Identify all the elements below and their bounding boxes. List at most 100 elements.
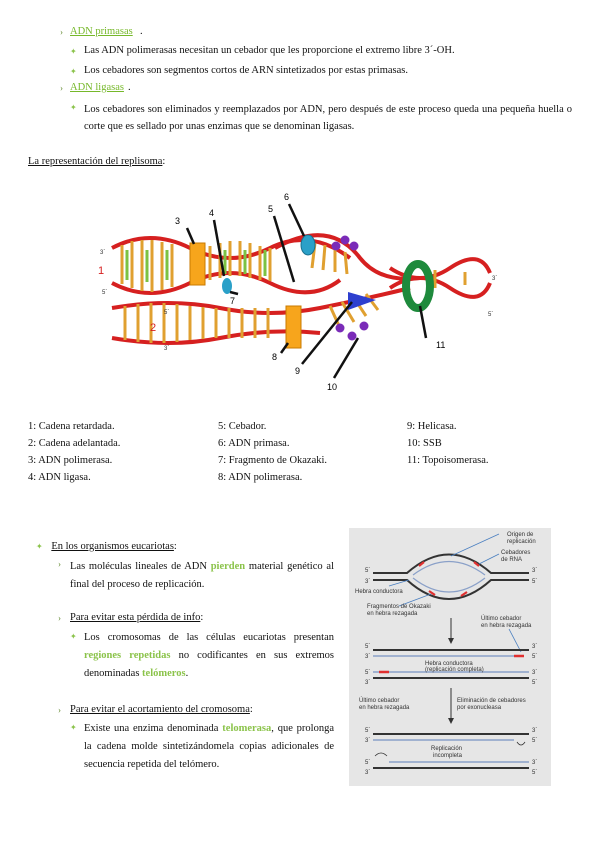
end-label-bottom-3: 3´	[164, 346, 169, 352]
legend-item: 5: Cebador.	[218, 421, 267, 432]
end-label-right-3: 3´	[492, 276, 497, 282]
fig-ultimo-4: en hebra rezagada	[359, 705, 410, 711]
legend-col-3: 9: Helicasa. 10: SSB 11: Topoisomerasa.	[407, 421, 489, 472]
euk-text-1-post: material genético al final del proceso d…	[70, 561, 334, 590]
diagram-label-9: 9	[295, 366, 300, 376]
fig-ultimo-3: Último cebador	[359, 697, 399, 704]
legend-item: 9: Helicasa.	[407, 421, 457, 432]
bullet-ligasas: ›	[60, 83, 63, 94]
fig-eliminacion: Eliminación de cebadores	[457, 698, 526, 704]
end-label-right-5: 5´	[488, 312, 493, 318]
euk-sub-3-text: Para evitar el acortamiento del cromosom…	[70, 704, 250, 715]
keyword-pierden: pierden	[210, 561, 246, 572]
diagram-label-8: 8	[272, 352, 277, 362]
bullet-primasas: ›	[60, 27, 63, 38]
euk-text-3-post: , que prolonga la cadena molde sintetizá…	[84, 723, 334, 770]
replisoma-heading: La representación del replisoma:	[28, 156, 166, 167]
fig-p3-d: 3´	[532, 644, 537, 650]
chevron-bullet-icon: ›	[58, 705, 61, 715]
legend-col-1: 1: Cadena retardada. 2: Cadena adelantad…	[28, 421, 120, 489]
star-bullet-icon: ✦	[70, 67, 77, 76]
primasas-bullet-1: Las ADN polimerasas necesitan un cebador…	[84, 45, 455, 56]
euk-title: En los organismos eucariotas	[51, 541, 174, 552]
fig-p3-i: 3´	[365, 770, 370, 776]
chevron-bullet-icon: ›	[60, 83, 63, 93]
star-bullet-icon: ✦	[70, 47, 77, 56]
ligasas-title: ADN ligasas	[70, 82, 124, 93]
legend-item: 1: Cadena retardada.	[28, 421, 115, 432]
fig-cebadores-2: de RNA	[501, 557, 522, 563]
fig-hebra-conductora-2b: (replicación completa)	[425, 667, 484, 673]
primasas-bullet-2: Los cebadores son segmentos cortos de AR…	[84, 65, 408, 76]
euk-text-2-pre: Los cromosomas de las células eucariotas…	[84, 632, 334, 643]
fig-p5-j: 5´	[532, 770, 537, 776]
diagram-label-7: 7	[230, 296, 235, 306]
star-bullet-icon: ✦	[70, 723, 77, 732]
fig-p3-c: 3´	[365, 654, 370, 660]
fig-p5-i: 5´	[365, 760, 370, 766]
diagram-label-10: 10	[327, 382, 337, 392]
diagram-label-3: 3	[175, 216, 180, 226]
keyword-telomerasa: telomerasa	[222, 723, 272, 734]
euk-sub-2-text: Para evitar esta pérdida de info	[70, 612, 201, 623]
legend-item: 10: SSB	[407, 438, 442, 449]
legend-item: 4: ADN ligasa.	[28, 472, 91, 483]
euk-text-3: Existe una enzima denominada telomerasa,…	[84, 720, 334, 774]
chevron-bullet-icon: ›	[58, 559, 61, 569]
diagram-label-5: 5	[268, 204, 273, 214]
diagram-label-6: 6	[284, 192, 289, 202]
star-bullet-icon: ✦	[70, 103, 77, 112]
euk-text-1-pre: Las moléculas lineales de ADN	[70, 561, 211, 572]
fig-p5-a: 5´	[365, 568, 370, 574]
fig-p5-f: 5´	[532, 680, 537, 686]
euk-text-2-post: .	[185, 668, 189, 679]
fig-fragmentos-2: en hebra rezagada	[367, 611, 418, 617]
fig-p5-d: 5´	[532, 654, 537, 660]
diagram-label-2: 2	[150, 322, 156, 334]
fig-origen: Origen de	[507, 532, 534, 538]
fig-p3-j: 3´	[532, 760, 537, 766]
fig-p3-f: 3´	[532, 670, 537, 676]
euk-text-2: Los cromosomas de las células eucariotas…	[84, 629, 334, 683]
euk-text-1: Las moléculas lineales de ADN pierden ma…	[70, 558, 334, 594]
primasas-title: ADN primasas	[70, 26, 133, 37]
fig-ultimo-1: Último cebador	[481, 615, 521, 622]
telomere-figure: Origen de replicación Cebadores de RNA H…	[349, 528, 551, 786]
fig-fragmentos: Fragmentos de Okazaki	[367, 604, 431, 610]
fig-ultimo-2: en hebra rezagada	[481, 623, 532, 629]
legend-item: 8: ADN polimerasa.	[218, 472, 303, 483]
fig-p5-b: 5´	[532, 579, 537, 585]
fig-p3-b: 3´	[532, 568, 537, 574]
euk-text-3-pre: Existe una enzima denominada	[84, 723, 223, 734]
replisoma-heading-text: La representación del replisoma	[28, 156, 163, 167]
end-label-bottom-5: 5´	[164, 310, 169, 316]
fig-origen-2: replicación	[507, 539, 536, 545]
diagram-label-4: 4	[209, 208, 214, 218]
fig-replicacion: Replicación	[431, 746, 462, 752]
fig-cebadores: Cebadores	[501, 550, 530, 556]
legend-item: 3: ADN polimerasa.	[28, 455, 113, 466]
diagram-label-11: 11	[436, 340, 445, 350]
star-bullet-icon: ✦	[70, 632, 77, 641]
chevron-bullet-icon: ›	[58, 613, 61, 623]
primasas-title-dot: .	[140, 26, 143, 37]
chevron-bullet-icon: ›	[60, 27, 63, 37]
ligasas-bullet-1: Los cebadores son eliminados y reemplaza…	[84, 104, 572, 132]
fig-p5-e: 5´	[365, 670, 370, 676]
euk-title-row: ✦ En los organismos eucariotas:	[36, 541, 177, 552]
fig-eliminacion-2: por exonucleasa	[457, 705, 502, 711]
legend-col-2: 5: Cebador. 6: ADN primasa. 7: Fragmento…	[218, 421, 327, 489]
end-label-top-3: 3´	[100, 250, 105, 256]
end-label-top-5: 5´	[102, 290, 107, 296]
star-bullet-icon: ✦	[36, 542, 43, 551]
diagram-label-1: 1	[98, 265, 104, 277]
fig-p3-e: 3´	[365, 680, 370, 686]
keyword-regiones-repetidas: regiones repetidas	[84, 650, 171, 661]
fig-p3-h: 3´	[532, 728, 537, 734]
fig-replicacion-2: incompleta	[433, 753, 463, 759]
fig-hebra-conductora: Hebra conductora	[355, 589, 403, 595]
fig-p3-a: 3´	[365, 579, 370, 585]
fig-p3-g: 3´	[365, 738, 370, 744]
replisome-diagram: 1 2 3 4 5 6 7 8 9 10 11 3´ 5´ 5´ 3´ 3´ 5…	[98, 192, 497, 392]
fig-p5-h: 5´	[532, 738, 537, 744]
